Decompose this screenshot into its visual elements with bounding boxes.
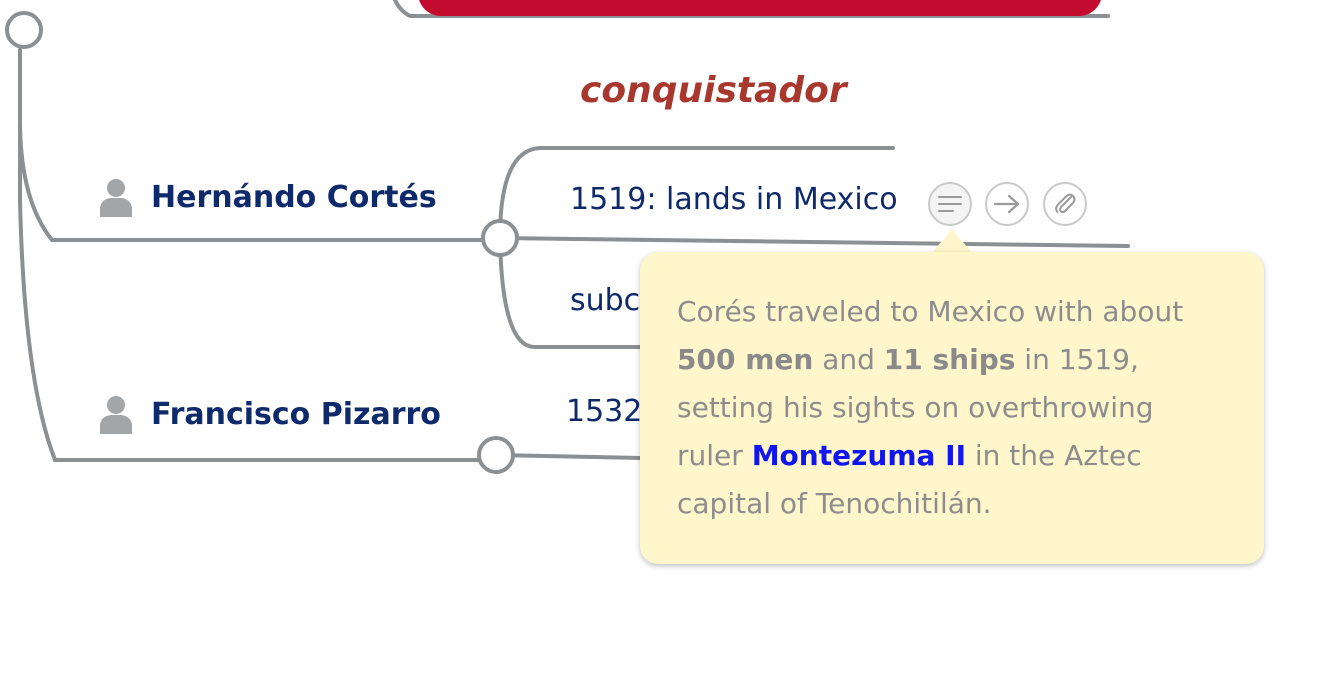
note-tooltip: Corés traveled to Mexico with about 500 … [640, 252, 1264, 564]
collapse-node-pizarro[interactable] [477, 436, 515, 474]
note-line: ruler Montezuma II in the Aztec [677, 439, 1142, 472]
collapse-node-cortes[interactable] [481, 219, 519, 257]
note-line: setting his sights on overthrowing [677, 391, 1154, 424]
person-icon [100, 396, 132, 434]
person-name: Hernándo Cortés [151, 179, 437, 215]
note-tooltip-pointer [932, 229, 972, 253]
link-arrow-icon[interactable] [985, 182, 1029, 226]
person-name: Francisco Pizarro [151, 396, 441, 432]
attachment-icon[interactable] [1043, 182, 1087, 226]
collapse-node-top[interactable] [5, 11, 43, 49]
note-line: capital of Tenochitilán. [677, 487, 992, 520]
person-node-pizarro[interactable]: Francisco Pizarro [98, 394, 441, 434]
person-node-cortes[interactable]: Hernándo Cortés [98, 177, 437, 217]
person-icon [100, 179, 132, 217]
montezuma-link[interactable]: Montezuma II [751, 439, 966, 472]
note-bold-ships: 11 ships [883, 343, 1016, 376]
notes-icon[interactable] [928, 182, 972, 226]
section-label: conquistador [580, 70, 847, 111]
note-line: Corés traveled to Mexico with about [677, 295, 1184, 328]
topic-pizarro-1532[interactable]: 1532 [566, 394, 643, 429]
topic-cortes-subc[interactable]: subc [570, 283, 641, 318]
note-bold-men: 500 men [677, 343, 814, 376]
parent-topic-node[interactable] [418, 0, 1102, 16]
note-line: 500 men and 11 ships in 1519, [677, 343, 1139, 376]
topic-cortes-1519[interactable]: 1519: lands in Mexico [570, 182, 898, 217]
